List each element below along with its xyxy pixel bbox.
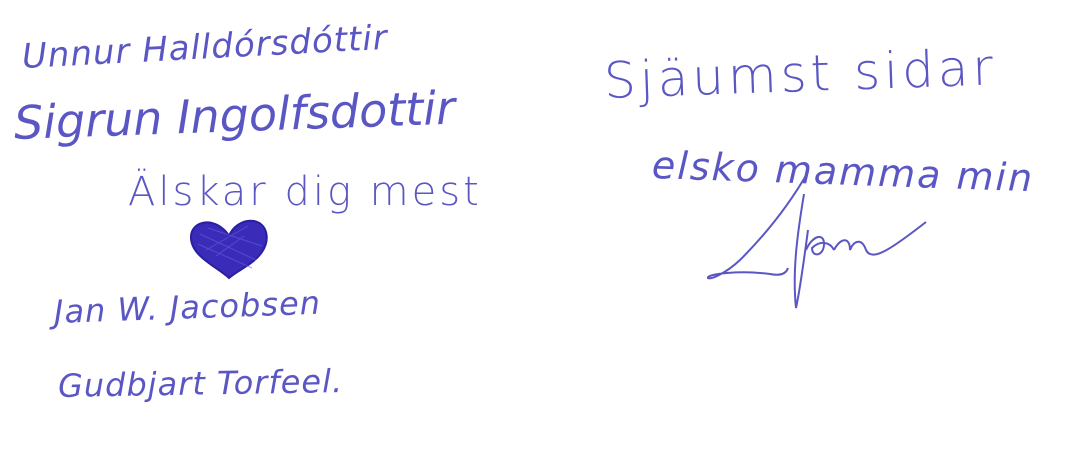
signature-scribble (706, 171, 927, 309)
name-sigrun-ingolfsdottir: Sigrun Ingolfsdottir (13, 80, 456, 150)
heart-icon (189, 219, 268, 280)
name-unnur-halldorsdottir: Unnur Halldórsdóttir (20, 17, 389, 77)
name-gudbjart-torfeel: Gudbjart Torfeel. (57, 362, 344, 405)
message-see-you-later: Sjäumst sidar (602, 38, 998, 110)
message-love-you-most: Älskar dig mest (128, 169, 482, 215)
name-jan-jacobsen: Jan W. Jacobsen (53, 283, 322, 331)
